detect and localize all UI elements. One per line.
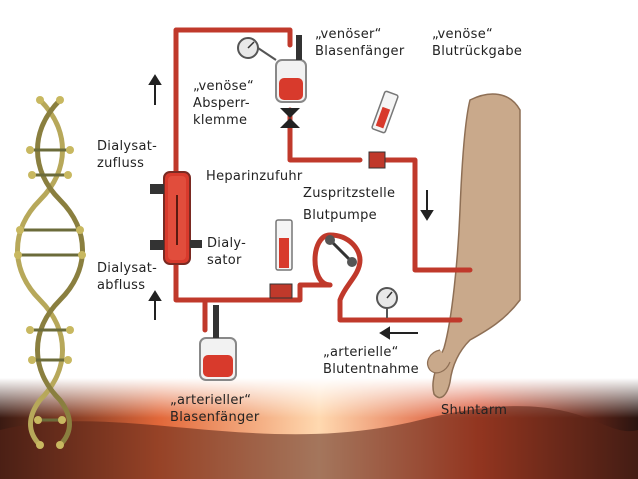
arterial-bubble-trap-icon — [199, 305, 237, 381]
heparin-syringe-icon — [269, 219, 293, 299]
label-dialysatzufluss-1: Dialysat- — [97, 139, 157, 154]
label-heparinzufuhr: Heparinzufuhr — [206, 169, 303, 184]
label-dialysatabfluss-2: abfluss — [97, 278, 145, 293]
label-arterieller-1: „arterieller“ — [170, 393, 251, 408]
labels: „venöser“ Blasenfänger „venöse“ Blutrück… — [97, 27, 522, 425]
flow-arrows — [148, 74, 434, 340]
label-dialysatabfluss-1: Dialysat- — [97, 261, 157, 276]
label-arterieller-2: Blasenfänger — [170, 410, 260, 425]
label-arterielle-2: Blutentnahme — [323, 362, 419, 377]
shunt-arm-icon — [427, 93, 521, 399]
tube-heparin-line — [202, 282, 333, 303]
label-zuspritzstelle: Zuspritzstelle — [303, 186, 395, 201]
label-absperrklemme-2: Absperr- — [193, 96, 250, 111]
label-blutpumpe: Blutpumpe — [303, 208, 377, 223]
label-absperrklemme-3: klemme — [193, 113, 247, 128]
label-dialysator-1: Dialy- — [207, 236, 246, 251]
tube-venous-return — [382, 157, 473, 273]
tube-venous — [287, 107, 363, 163]
injection-syringe-icon — [368, 90, 399, 169]
label-venoese-blutrueckgabe-1: „venöse“ — [432, 27, 493, 42]
label-venoeser-blasenfaenger-1: „venöser“ — [315, 27, 382, 42]
label-shuntarm: Shuntarm — [441, 403, 507, 418]
venous-bubble-trap-icon — [237, 35, 307, 103]
dialysator-icon — [150, 171, 202, 265]
label-venoese-blutrueckgabe-2: Blutrückgabe — [432, 44, 522, 59]
tube-dialyser-bottom — [173, 257, 208, 333]
label-dialysatzufluss-2: zufluss — [97, 156, 144, 171]
venous-clamp-icon — [280, 108, 300, 128]
tube-pump — [312, 232, 463, 323]
label-absperrklemme-1: „venöse“ — [193, 79, 254, 94]
arterial-pressure-gauge-icon — [376, 287, 398, 318]
tube-top-left — [173, 27, 293, 178]
label-venoeser-blasenfaenger-2: Blasenfänger — [315, 44, 405, 59]
label-dialysator-2: sator — [207, 253, 242, 268]
background-wave — [0, 406, 638, 479]
dna-helix-icon — [14, 96, 86, 449]
label-arterielle-1: „arterielle“ — [323, 345, 399, 360]
blood-pump-icon — [325, 235, 357, 267]
